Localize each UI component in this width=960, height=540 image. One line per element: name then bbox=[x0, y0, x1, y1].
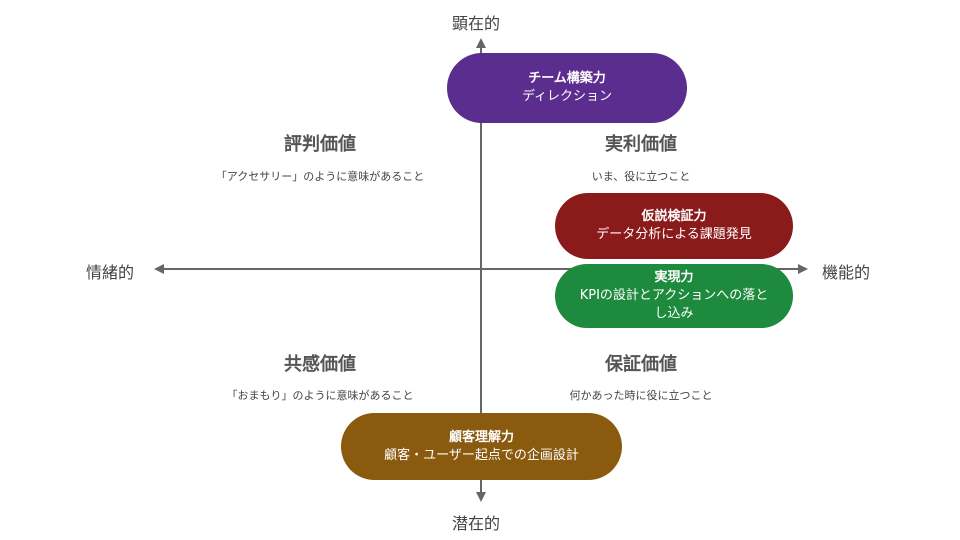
axis-label-left: 情緒的 bbox=[86, 263, 135, 282]
quadrant-desc-top-right: いま、役に立つこと bbox=[591, 170, 691, 183]
pill-execution-title: 実現力 bbox=[654, 270, 694, 285]
quadrant-desc-bottom-right: 何かあった時に役に立つこと bbox=[569, 389, 713, 402]
axis-label-bottom: 潜在的 bbox=[452, 514, 501, 533]
axis-label-right: 機能的 bbox=[822, 263, 871, 282]
quadrant-desc-bottom-left: 「おまもり」のように意味があること bbox=[226, 389, 414, 402]
pill-customer-title: 顧客理解力 bbox=[448, 429, 514, 445]
pill-hypothesis: 仮説検証力 データ分析による課題発見 bbox=[555, 193, 793, 259]
pill-team-building-sub: ディレクション bbox=[521, 89, 613, 104]
quadrant-title-top-left: 評判価値 bbox=[284, 134, 356, 155]
pill-team-building-title: チーム構築力 bbox=[528, 71, 606, 86]
pill-customer: 顧客理解力 顧客・ユーザー起点での企画設計 bbox=[341, 413, 622, 480]
quadrant-title-top-right: 実利価値 bbox=[605, 134, 677, 155]
quadrant-desc-top-left: 「アクセサリー」のように意味があること bbox=[215, 170, 425, 183]
pill-execution: 実現力 KPIの設計とアクションへの落とし込み bbox=[555, 264, 793, 328]
axis-label-top: 顕在的 bbox=[452, 14, 501, 33]
quadrant-title-bottom-right: 保証価値 bbox=[605, 354, 677, 375]
pill-execution-sub: KPIの設計とアクションへの落とし込み bbox=[579, 288, 769, 321]
quadrant-title-bottom-left: 共感価値 bbox=[284, 354, 356, 375]
pill-hypothesis-title: 仮説検証力 bbox=[641, 209, 707, 224]
pill-team-building: チーム構築力 ディレクション bbox=[447, 53, 687, 123]
pill-customer-sub: 顧客・ユーザー起点での企画設計 bbox=[384, 447, 579, 463]
pill-hypothesis-sub: データ分析による課題発見 bbox=[596, 227, 752, 242]
